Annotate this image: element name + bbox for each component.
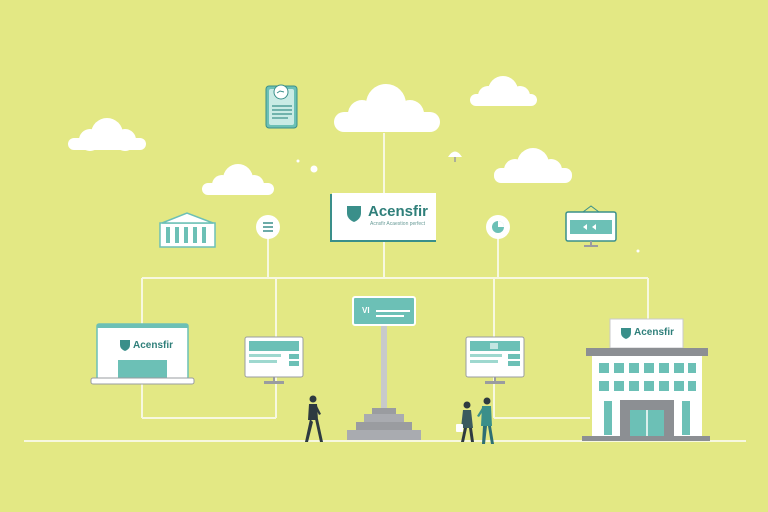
- document-icon: [265, 84, 298, 129]
- pie-chart-icon: [486, 215, 510, 239]
- cloud-icon: [470, 76, 537, 106]
- brand-name: Acensfir: [368, 203, 429, 220]
- shield-icon: [621, 328, 631, 339]
- brand-card: [330, 193, 436, 242]
- sparkle-dot: [636, 249, 640, 253]
- brand-tagline: Acnsfir Acaestion perfect: [370, 221, 426, 227]
- sparkle-dot: [296, 159, 300, 163]
- lamp-icon: [448, 151, 462, 162]
- bank-icon: [159, 212, 216, 248]
- monitor-left: [244, 336, 304, 384]
- monitor-icon: [565, 205, 617, 247]
- sign-post-text: VI: [362, 306, 370, 315]
- cloud-icon: [334, 84, 440, 132]
- connector-lines: [141, 133, 649, 419]
- laptop: [90, 323, 195, 385]
- office-building: [582, 318, 710, 441]
- monitor-right: [465, 336, 525, 384]
- sign-post: [347, 296, 421, 440]
- person-standing: [477, 397, 494, 444]
- building-windows: [599, 363, 696, 435]
- cloud-icon: [202, 164, 274, 195]
- shield-icon: [347, 206, 361, 222]
- laptop-brand-text: Acensfir: [133, 340, 174, 351]
- sparkle-dot: [310, 165, 318, 173]
- cloud-icon: [494, 148, 572, 183]
- person-with-bag: [456, 401, 474, 442]
- shield-icon: [120, 340, 130, 351]
- building-sign-text: Acensfir: [634, 327, 675, 338]
- cloud-icon: [68, 118, 146, 151]
- menu-icon: [256, 215, 280, 239]
- person-walking: [305, 395, 323, 442]
